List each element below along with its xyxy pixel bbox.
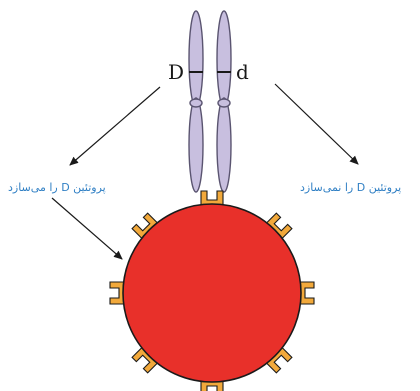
allele-label-dominant: D [168,60,185,84]
arrow-allele-to-right-label [274,83,359,165]
receptor-top-right [264,212,293,241]
receptor-top [200,190,224,207]
chromosome-right-upper-arm [216,10,232,108]
cell-body [122,203,302,383]
protein-label-does-not-make: پروتئین D را نمی‌سازد [300,181,402,194]
chromosome-right-lower-arm [216,97,232,193]
receptor-right [298,281,315,305]
chromosome-right [216,10,232,193]
chromosome-left-upper-arm [188,10,204,108]
chromosome-right-centromere [217,98,231,108]
arrow-allele-to-left-label [69,86,161,166]
chromosome-left [188,10,204,193]
receptor-left [109,281,126,305]
chromosome-left-centromere [189,98,203,108]
arrow-protein-to-cell [51,197,123,260]
allele-label-recessive: d [236,60,249,84]
receptor-bottom-right [264,345,293,374]
chromosome-left-lower-arm [188,97,204,193]
receptor-top-left [131,212,160,241]
cell [109,190,315,391]
receptor-bottom [200,379,224,391]
chromosome-pair [188,10,232,193]
cell-surface-receptors [109,190,315,391]
receptor-bottom-left [131,345,160,374]
protein-label-makes: پروتئین D را می‌سازد [8,181,106,194]
